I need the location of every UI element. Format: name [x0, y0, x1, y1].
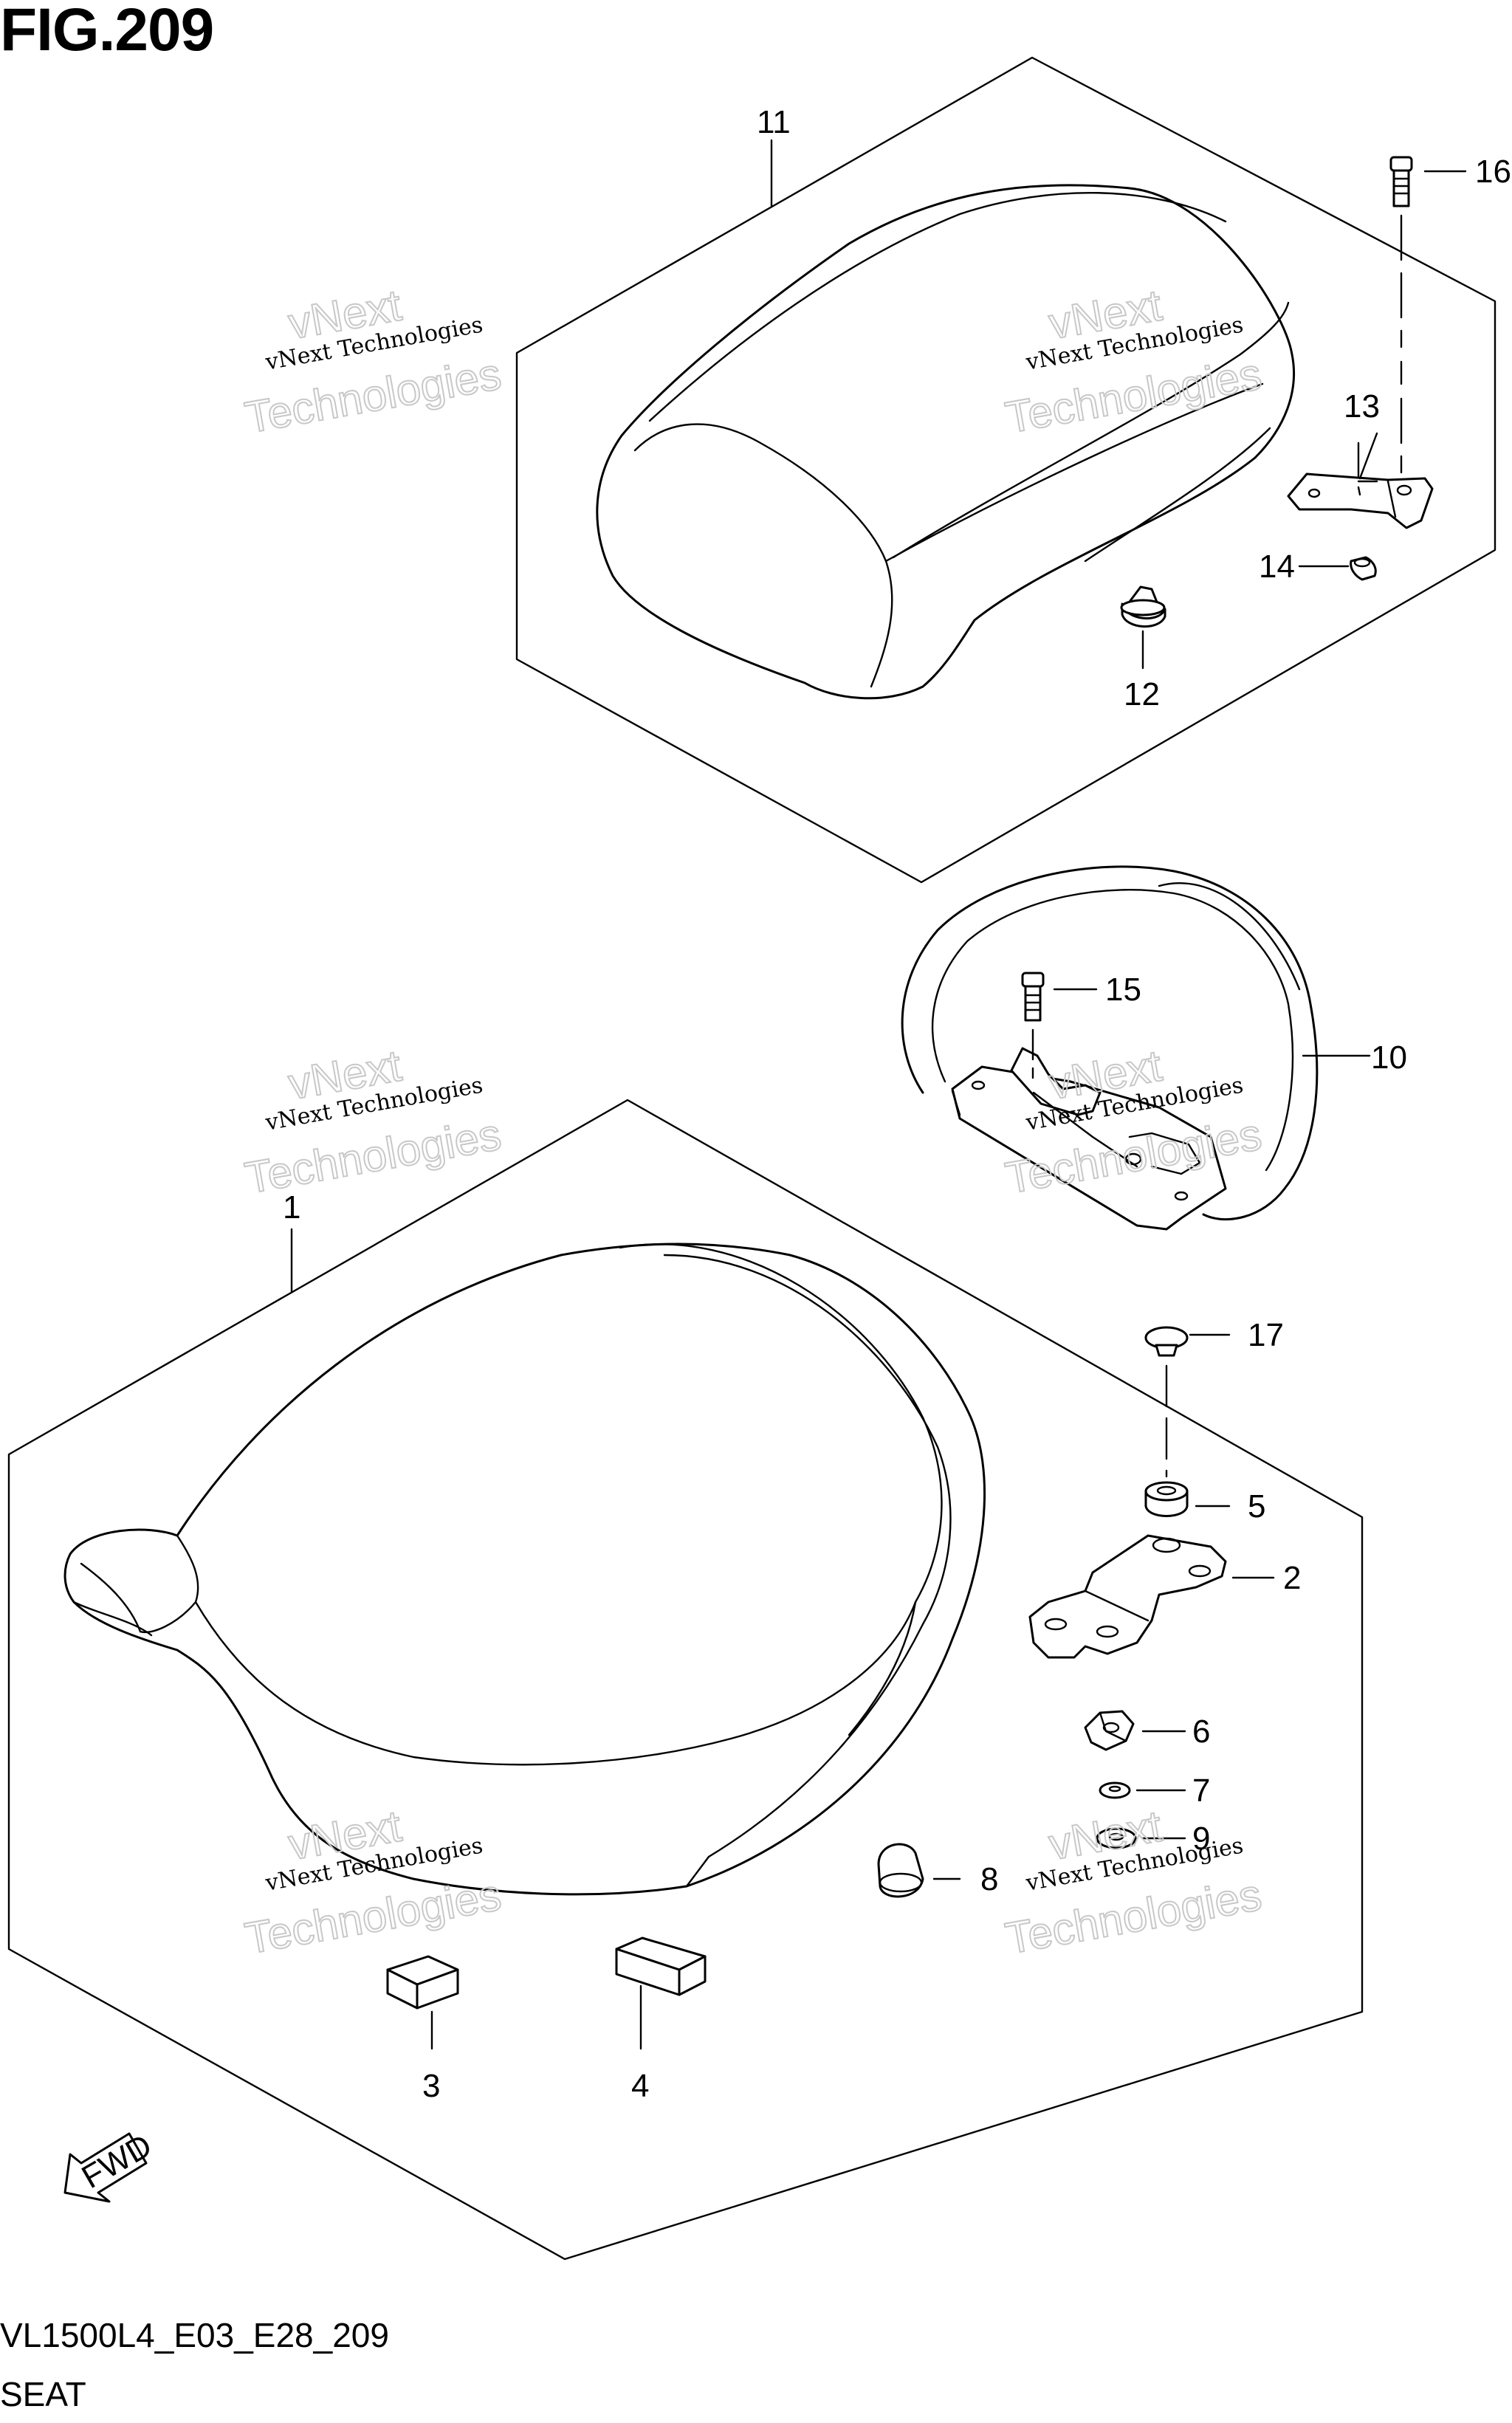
- watermark-bottom-right: vNext Technologies vNext Technologies: [1001, 1801, 1266, 1965]
- rubber-block-3: [386, 1955, 459, 2050]
- front-seat-group-outline: [7, 1099, 1364, 2261]
- grommet-17: [1144, 1326, 1231, 1478]
- rear-seat-cushion: [596, 184, 1296, 700]
- callout-8: 8: [980, 1861, 998, 1897]
- backrest-10: [901, 865, 1319, 1231]
- watermark-top-left: vNext Technologies vNext Technologies: [241, 280, 506, 444]
- callout-14: 14: [1259, 549, 1295, 585]
- forward-direction-arrow: FWD: [63, 2127, 158, 2203]
- callout-16: 16: [1475, 154, 1511, 190]
- callout-9: 9: [1192, 1821, 1210, 1857]
- clip-6: [1084, 1710, 1186, 1751]
- figure-title: FIG.209: [0, 0, 214, 63]
- rear-seat-group-outline: [515, 56, 1496, 884]
- callout-3: 3: [422, 2068, 440, 2104]
- bracket-13: [1287, 432, 1434, 529]
- rubber-block-4: [615, 1936, 707, 2050]
- callout-6: 6: [1192, 1714, 1210, 1750]
- callout-17: 17: [1248, 1317, 1284, 1353]
- watermark-top-right: vNext Technologies vNext Technologies: [1001, 280, 1266, 444]
- front-seat-assembly-group: [7, 1099, 1364, 2261]
- washer-9: [1096, 1827, 1186, 1849]
- callout-12: 12: [1124, 676, 1160, 712]
- callout-5: 5: [1248, 1488, 1265, 1525]
- collar-5: [1144, 1481, 1231, 1517]
- cap-8: [877, 1843, 961, 1898]
- callout-13: 13: [1344, 388, 1380, 425]
- callout-10: 10: [1371, 1039, 1407, 1076]
- fwd-label: FWD: [76, 2127, 158, 2196]
- grommet-12: [1120, 585, 1166, 670]
- callout-11: 11: [757, 104, 791, 140]
- watermark-bottom-left: vNext Technologies vNext Technologies: [241, 1801, 506, 1965]
- watermark-middle-left: vNext Technologies vNext Technologies: [241, 1040, 506, 1204]
- rear-seat-assembly-group: [515, 56, 1496, 884]
- callout-1: 1: [283, 1189, 300, 1226]
- callout-15: 15: [1105, 972, 1141, 1008]
- callout-7: 7: [1192, 1773, 1210, 1809]
- watermark-middle-right: vNext Technologies vNext Technologies: [1001, 1040, 1266, 1204]
- callout-2: 2: [1283, 1560, 1301, 1596]
- bracket-2: [1028, 1534, 1275, 1659]
- callout-leaders: [290, 139, 1371, 1293]
- bolt-16: [1389, 156, 1467, 474]
- model-code: VL1500L4_E03_E28_209: [0, 2316, 389, 2354]
- callout-labels: 11 16 13 14 12 15 10 1 17 5 2 6 7 9 8 3 …: [283, 104, 1511, 2104]
- front-seat-cushion: [63, 1243, 986, 1896]
- washer-7: [1099, 1781, 1186, 1799]
- nut-14: [1298, 556, 1377, 581]
- callout-4: 4: [631, 2068, 649, 2104]
- bolt-15: [1021, 972, 1098, 1079]
- section-name: SEAT: [0, 2375, 86, 2413]
